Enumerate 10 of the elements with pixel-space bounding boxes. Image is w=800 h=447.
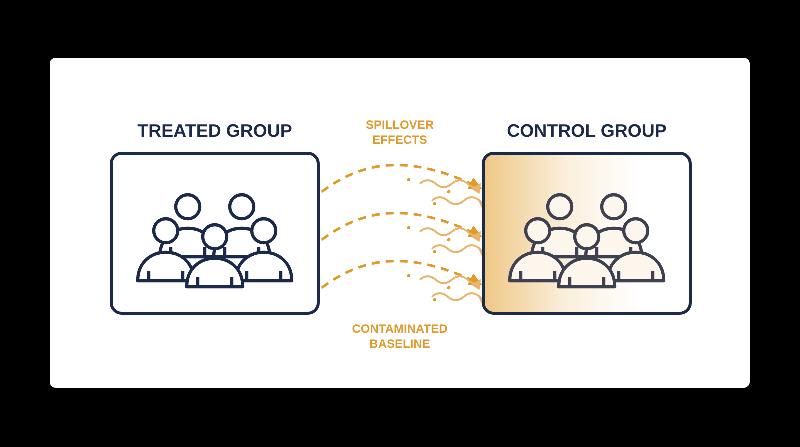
wavy-arrow bbox=[419, 180, 482, 194]
group-title: TREATED GROUP bbox=[136, 121, 294, 142]
wavy-arrow bbox=[419, 228, 482, 242]
dashed-arrow bbox=[321, 164, 482, 194]
dashed-arrow bbox=[321, 260, 482, 290]
wavy-arrow bbox=[419, 276, 482, 290]
dashed-arrow bbox=[321, 212, 482, 242]
annotation-label: CONTAMINATED BASELINE bbox=[351, 322, 449, 352]
group-title: CONTROL GROUP bbox=[506, 121, 668, 142]
annotation-label: SPILLOVER EFFECTS bbox=[364, 118, 435, 148]
